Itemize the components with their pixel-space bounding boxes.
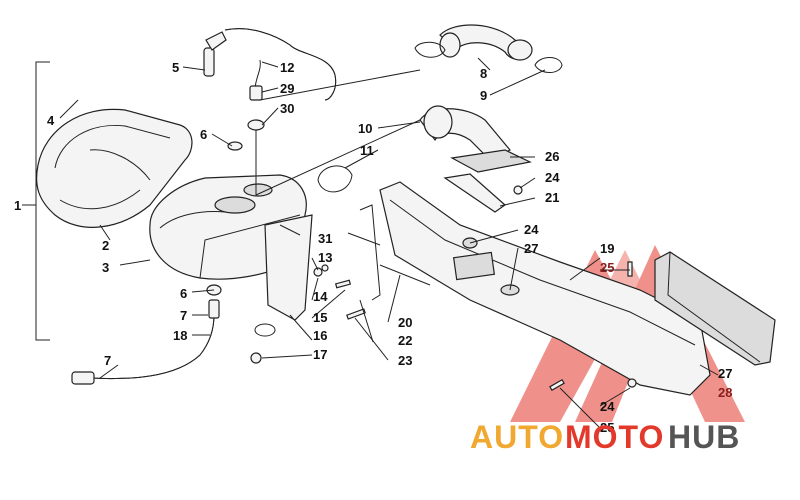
callout-7-lower: 7 (104, 353, 111, 368)
watermark-auto: AUTO (470, 419, 564, 455)
callout-15: 15 (313, 310, 327, 325)
foam-block-part (654, 251, 776, 366)
callout-22: 22 (398, 333, 412, 348)
callout-13: 13 (318, 250, 332, 265)
callout-16: 16 (313, 328, 327, 343)
fitting-29-30-part (247, 59, 265, 195)
assembly-bracket (35, 61, 50, 341)
callout-26: 26 (545, 149, 559, 164)
callout-6-upper: 6 (200, 127, 207, 142)
watermark-moto: MOTO (565, 419, 664, 455)
mount-plate-part (264, 214, 313, 321)
watermark-text: AUTO MOTO HUB (470, 419, 740, 455)
callout-11: 11 (360, 143, 374, 158)
callout-5: 5 (172, 60, 179, 75)
screen-part (450, 149, 532, 173)
callout-24-mid: 24 (524, 222, 539, 237)
grommet-upper-part (227, 141, 243, 151)
callout-31: 31 (318, 231, 332, 246)
callout-28: 28 (718, 385, 732, 400)
callout-30: 30 (280, 101, 294, 116)
elbow-hose-part (414, 24, 563, 73)
callout-14: 14 (313, 289, 328, 304)
callout-18: 18 (173, 328, 187, 343)
callout-19: 19 (600, 241, 614, 256)
clamp-part (317, 165, 353, 193)
callout-8: 8 (480, 66, 487, 81)
callout-6-lower: 6 (180, 286, 187, 301)
callout-3: 3 (102, 260, 109, 275)
callout-9: 9 (480, 88, 487, 103)
callout-25-upper: 25 (600, 260, 614, 275)
hose-upper-part (203, 28, 337, 101)
callout-10: 10 (358, 121, 372, 136)
callout-2: 2 (102, 238, 109, 253)
callout-23: 23 (398, 353, 412, 368)
callout-25-lower: 25 (600, 420, 614, 435)
callout-4: 4 (47, 113, 55, 128)
airbox-cover-part (35, 108, 193, 228)
bracket-21-part (443, 173, 506, 213)
callout-27-lower: 27 (718, 366, 732, 381)
callout-7-upper: 7 (180, 308, 187, 323)
callout-24-upper: 24 (545, 170, 560, 185)
leader-lines (59, 57, 719, 429)
watermark-hub: HUB (668, 419, 740, 455)
callout-24-lower: 24 (600, 399, 615, 414)
callout-labels: 1 4 2 3 5 6 12 29 30 6 7 18 7 8 9 10 11 … (14, 60, 732, 435)
callout-21: 21 (545, 190, 559, 205)
callout-27-upper: 27 (524, 241, 538, 256)
callout-1: 1 (14, 198, 21, 213)
callout-12: 12 (280, 60, 294, 75)
callout-17: 17 (313, 347, 327, 362)
callout-20: 20 (398, 315, 412, 330)
silencer-housing-part (379, 181, 711, 396)
callout-29: 29 (280, 81, 294, 96)
intake-duct-part (419, 105, 511, 161)
fasteners (250, 185, 637, 392)
